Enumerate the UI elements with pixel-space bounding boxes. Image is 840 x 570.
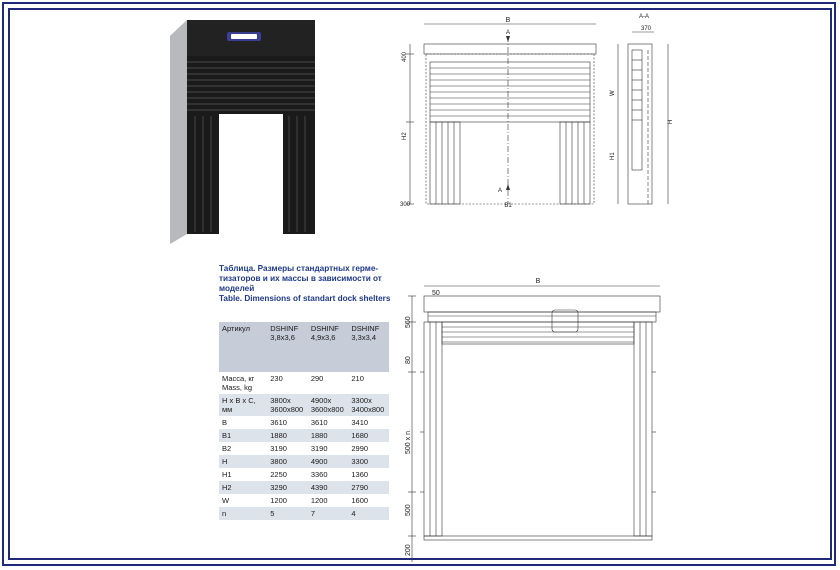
table-cell: 3300 [348, 455, 389, 468]
table-cell: 3290 [267, 481, 308, 494]
table-cell: 1200 [307, 494, 349, 507]
table-cell: 5 [267, 507, 308, 520]
table-row: B1 1880 1880 1680 [219, 429, 389, 442]
dimensions-table: Артикул DSHINF 3,8x3,6 DSHINF 4,9x3,6 DS… [219, 322, 389, 520]
row-label: B1 [219, 429, 268, 442]
label-500n: 500 x n [405, 431, 412, 454]
row-label: H x B x C, мм [219, 394, 268, 416]
label-500: 500 [405, 504, 412, 516]
label-h: H [668, 120, 674, 124]
header-cell: Артикул [219, 322, 268, 372]
table-row: H x B x C, мм 3800x 3600x800 4900x 3600x… [219, 394, 389, 416]
table-cell: 1200 [267, 494, 308, 507]
label-section: A-A [639, 14, 649, 20]
label-a-bottom: A [498, 188, 502, 194]
table-cell: 2990 [348, 442, 389, 455]
header-cell: DSHINF 4,9x3,6 [307, 322, 349, 372]
label-300: 300 [400, 202, 411, 208]
label-h1: H1 [610, 152, 616, 160]
row-label: H2 [219, 481, 268, 494]
table-cell: 1680 [348, 429, 389, 442]
label-80: 80 [405, 356, 412, 364]
label-b1: B1 [504, 203, 512, 208]
table-cell: 4390 [307, 481, 349, 494]
row-label: W [219, 494, 268, 507]
label-a-top: A [506, 30, 510, 36]
table-cell: 2250 [267, 468, 308, 481]
table-cell: 3190 [307, 442, 349, 455]
table-cell: 230 [267, 372, 308, 394]
row-label: n [219, 507, 268, 520]
table-cell: 3610 [307, 416, 349, 429]
row-label: Масса, кг Mass, kg [219, 372, 268, 394]
table-cell: 4900x 3600x800 [307, 394, 349, 416]
front-view-drawing: B A A B1 A-A 370 400 H2 300 W H1 H [400, 14, 674, 208]
table-title: Таблица. Размеры стандартных герме-тизат… [219, 264, 399, 304]
row-label: B2 [219, 442, 268, 455]
table-row: W 1200 1200 1600 [219, 494, 389, 507]
table-title-ru: Таблица. Размеры стандартных герме-тизат… [219, 264, 382, 293]
table-cell: 7 [307, 507, 349, 520]
table-cell: 3360 [307, 468, 349, 481]
dock-shelter-photo [170, 20, 315, 244]
label-h2: H2 [402, 132, 408, 140]
table-cell: 3610 [267, 416, 308, 429]
table-header-row: Артикул DSHINF 3,8x3,6 DSHINF 4,9x3,6 DS… [219, 322, 389, 372]
row-label: H1 [219, 468, 268, 481]
label-200: 200 [405, 544, 412, 556]
table-row: B 3610 3610 3410 [219, 416, 389, 429]
label-b: B [506, 17, 511, 24]
table-cell: 1880 [307, 429, 349, 442]
table-row: H1 2250 3360 1360 [219, 468, 389, 481]
table-cell: 1880 [267, 429, 308, 442]
frame-detail-drawing: B 50 560 80 500 x n 500 200 [405, 278, 661, 562]
table-row: B2 3190 3190 2990 [219, 442, 389, 455]
table-cell: 1600 [348, 494, 389, 507]
header-cell: DSHINF 3,3x3,4 [348, 322, 389, 372]
table-cell: 3190 [267, 442, 308, 455]
header-cell: DSHINF 3,8x3,6 [267, 322, 308, 372]
table-cell: 3800x 3600x800 [267, 394, 308, 416]
table-row: Масса, кг Mass, kg 230 290 210 [219, 372, 389, 394]
table-title-en: Table. Dimensions of standart dock shelt… [219, 294, 391, 303]
table-cell: 3800 [267, 455, 308, 468]
table-cell: 3410 [348, 416, 389, 429]
table-cell: 3300x 3400x800 [348, 394, 389, 416]
table-cell: 4900 [307, 455, 349, 468]
table-row: H 3800 4900 3300 [219, 455, 389, 468]
label-w: W [610, 90, 616, 96]
table-cell: 290 [307, 372, 349, 394]
label-b: B [536, 278, 541, 285]
table-cell: 210 [348, 372, 389, 394]
table-cell: 4 [348, 507, 389, 520]
label-50: 50 [432, 290, 440, 297]
label-400: 400 [402, 51, 408, 62]
label-560: 560 [405, 316, 412, 328]
table-cell: 1360 [348, 468, 389, 481]
table-cell: 2790 [348, 481, 389, 494]
row-label: H [219, 455, 268, 468]
table-row: n 5 7 4 [219, 507, 389, 520]
table-row: H2 3290 4390 2790 [219, 481, 389, 494]
inner-border [8, 8, 832, 560]
row-label: B [219, 416, 268, 429]
label-370: 370 [641, 26, 652, 32]
